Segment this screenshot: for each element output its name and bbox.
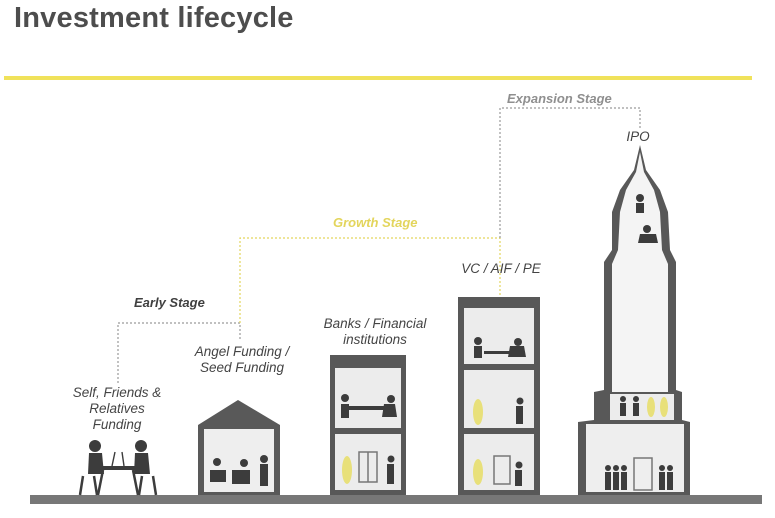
ground-line <box>30 495 762 504</box>
growth-stage-connector <box>239 237 501 323</box>
stage-connector-lines <box>117 107 641 383</box>
funding-label-vc: VC / AIF / PE <box>461 261 541 276</box>
page-title: Investment lifecycle <box>14 2 294 34</box>
funding-label-ipo: IPO <box>626 129 650 144</box>
funding-label-banks: Banks / Financial institutions <box>323 316 427 347</box>
title-underline <box>4 76 752 80</box>
stage-label-early: Early Stage <box>134 295 205 310</box>
office-tower-icon <box>458 297 540 495</box>
stage-label-growth: Growth Stage <box>333 215 418 230</box>
funding-label-angel: Angel Funding / Seed Funding <box>194 344 290 375</box>
skyscraper-icon <box>578 145 690 495</box>
stage-label-expansion: Expansion Stage <box>507 91 612 106</box>
funding-label-self: Self, Friends & Relatives Funding <box>72 385 162 432</box>
expansion-stage-connector <box>499 107 641 238</box>
lobby-people <box>605 396 673 491</box>
early-stage-connector <box>117 322 241 383</box>
bank-building-icon <box>330 355 406 495</box>
meeting-table-icon <box>78 440 158 496</box>
house-icon <box>198 400 280 495</box>
